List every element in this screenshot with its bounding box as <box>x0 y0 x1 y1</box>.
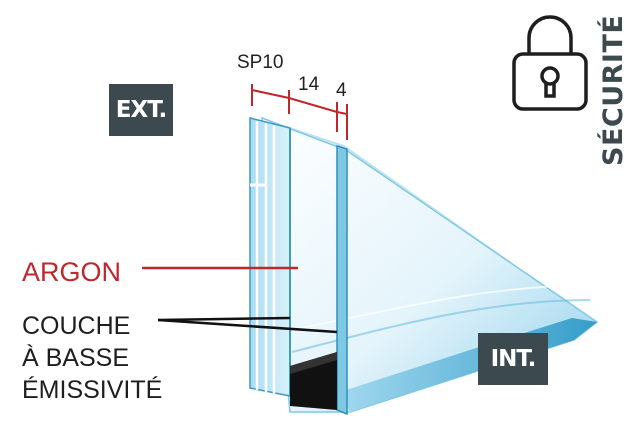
padlock-icon <box>512 15 588 111</box>
coating-label-line: COUCHE <box>22 312 131 340</box>
pane-dimension-label: 4 <box>336 80 347 101</box>
inner-pane <box>336 144 348 416</box>
argon-label: ARGON <box>22 257 122 287</box>
outer-laminated-pane <box>249 117 291 397</box>
exterior-badge: EXT. <box>109 84 173 136</box>
spacer-dimension-label: SP10 <box>237 52 284 73</box>
spacer-bar <box>290 352 337 410</box>
coating-leader-line-inner <box>157 318 338 334</box>
dimension-bracket <box>251 84 348 140</box>
coating-label-line: ÉMISSIVITÉ <box>22 376 163 404</box>
interior-badge: INT. <box>478 333 548 385</box>
gap-dimension-label: 14 <box>298 74 320 95</box>
low-e-coating-label: COUCHE À BASSE ÉMISSIVITÉ <box>22 310 162 406</box>
coating-label-line: À BASSE <box>22 344 129 372</box>
coating-leader-line-outer <box>157 316 291 322</box>
security-label: SÉCURITÉ <box>598 14 629 166</box>
